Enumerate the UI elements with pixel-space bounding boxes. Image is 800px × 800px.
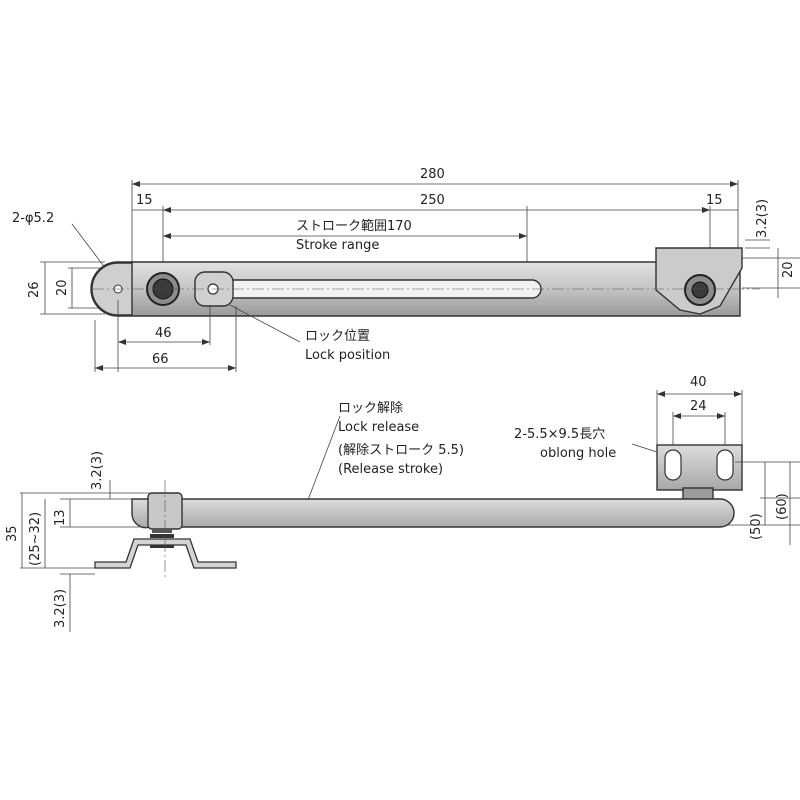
dim-26: 26 [27, 281, 42, 298]
dim-50: (50) [749, 513, 764, 540]
right-pivot-core [691, 281, 709, 299]
lock-position-label: ロック位置 [305, 329, 370, 344]
base-bracket [94, 538, 237, 569]
oblong-hole-left [664, 449, 682, 481]
oblong-hole-right [716, 449, 734, 481]
dim-thickness-side-bottom: 3.2(3) [53, 589, 68, 628]
dim-15-right: 15 [706, 193, 723, 208]
dim-280: 280 [420, 167, 445, 182]
top-view: 280 250 15 15 ストローク範囲170 Stroke range 3.… [12, 167, 800, 372]
dim-250: 250 [420, 193, 445, 208]
dim-25-32: (25~32) [28, 512, 43, 566]
side-view: 40 24 2-5.5×9.5長穴 oblong hole ロック解除 Lock… [5, 375, 800, 632]
dim-20-left: 20 [55, 279, 70, 296]
dim-66: 66 [152, 352, 169, 367]
dim-46: 46 [155, 326, 172, 341]
dim-13: 13 [53, 509, 68, 526]
release-stroke-label: (解除ストローク 5.5) [338, 443, 464, 458]
oblong-hole-label: 2-5.5×9.5長穴 [514, 427, 605, 442]
oblong-hole-label-en: oblong hole [540, 446, 616, 461]
dim-24: 24 [690, 399, 707, 414]
lock-release-label: ロック解除 [338, 401, 403, 416]
lock-position-label-en: Lock position [305, 348, 390, 363]
dim-thickness-side-top: 3.2(3) [90, 451, 105, 490]
lock-release-label-en: Lock release [338, 420, 419, 435]
stroke-range-label-en: Stroke range [296, 238, 379, 253]
dim-60: (60) [775, 493, 790, 520]
dim-35: 35 [5, 525, 20, 542]
side-bar [131, 498, 735, 529]
dim-thickness-top-right: 3.2(3) [755, 199, 770, 238]
dim-15-left: 15 [136, 193, 153, 208]
guide-slot [199, 279, 542, 299]
release-stroke-label-en: (Release stroke) [338, 462, 443, 477]
dim-20-right: 20 [781, 261, 796, 278]
stroke-range-label: ストローク範囲170 [296, 219, 412, 234]
dim-40: 40 [690, 375, 707, 390]
hole-spec-label: 2-φ5.2 [12, 211, 54, 226]
